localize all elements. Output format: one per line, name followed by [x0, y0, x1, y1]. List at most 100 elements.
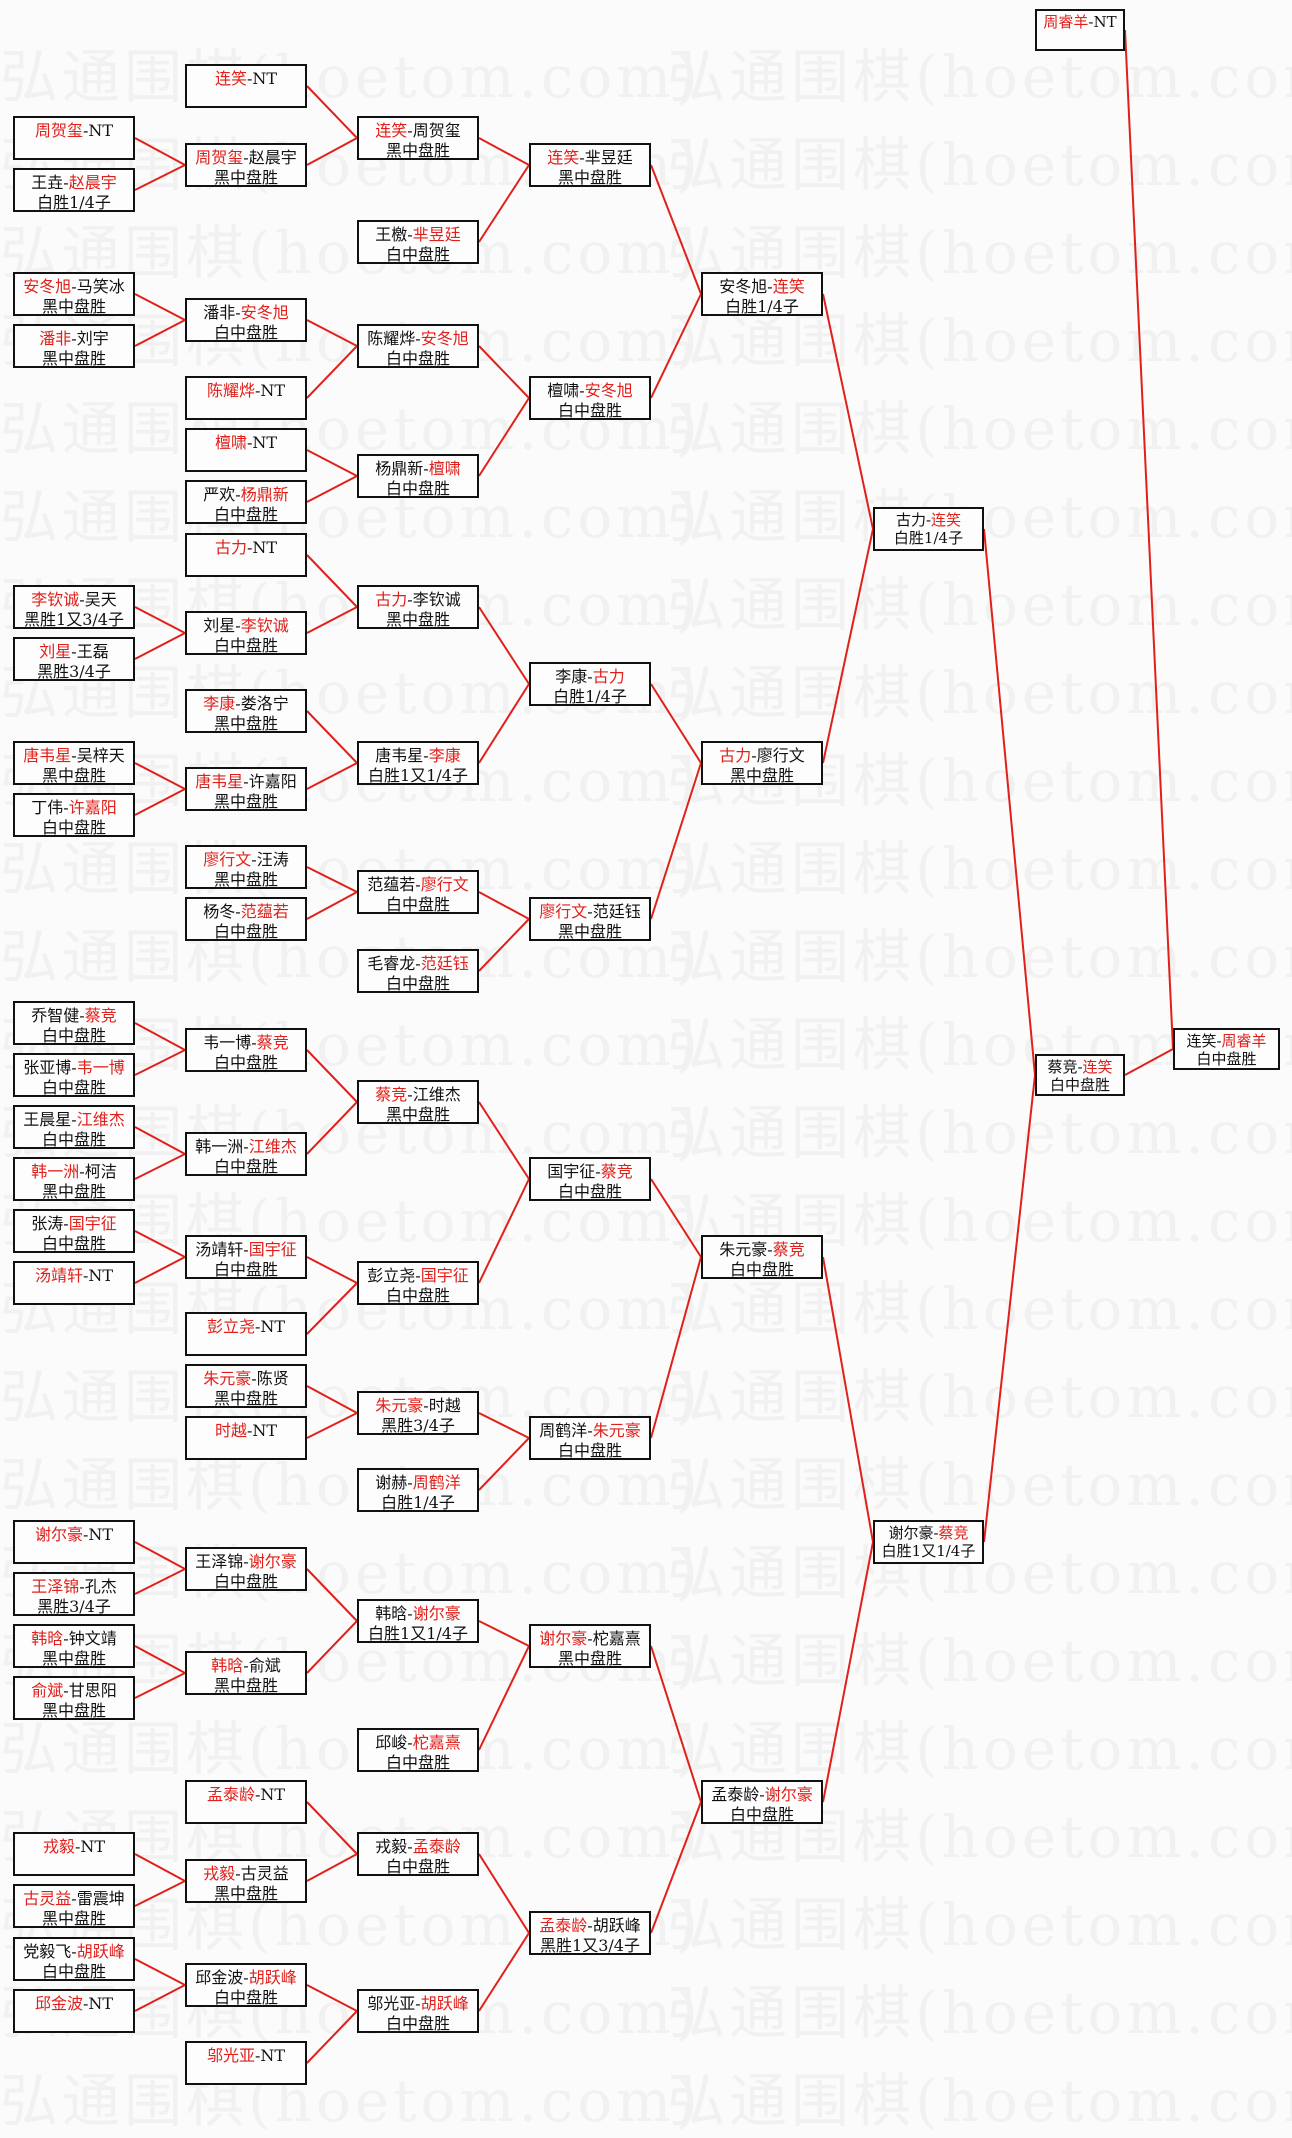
match-box: 古力-连笑白胜1/4子 [873, 507, 984, 551]
match-box: 俞斌-甘思阳黑中盘胜 [13, 1676, 135, 1720]
match-box: 丁伟-许嘉阳白中盘胜 [13, 793, 135, 837]
match-box: 陈耀烨-NT [185, 376, 307, 420]
match-box: 潘非-安冬旭白中盘胜 [185, 298, 307, 342]
player-a: 蔡竞 [375, 1085, 408, 1104]
connector-line [134, 1672, 186, 1699]
match-players: 刘星-李钦诚 [203, 616, 289, 635]
player-b: NT [260, 2046, 286, 2065]
match-result: 黑中盘胜 [213, 1676, 278, 1695]
match-box: 刘星-王磊黑胜3/4子 [13, 637, 135, 681]
match-box: 连笑-周贺玺黑中盘胜 [357, 116, 479, 160]
match-result: 白中盘胜 [1196, 1050, 1257, 1068]
match-players: 韩一洲-柯洁 [31, 1162, 117, 1181]
connector-line [306, 1801, 358, 1855]
connector-line [306, 137, 358, 166]
match-result: 黑中盘胜 [41, 1909, 106, 1928]
connector-line [306, 710, 358, 764]
connector-line [134, 1126, 186, 1155]
match-players: 连笑-周睿羊 [1186, 1032, 1267, 1050]
match-players: 古力-廖行文 [719, 746, 805, 765]
connector-line [134, 293, 186, 321]
match-players: 王檄-芈昱廷 [375, 225, 461, 244]
player-a: 丁伟 [31, 798, 64, 817]
match-players: 周睿羊-NT [1043, 13, 1117, 31]
player-b: 李钦诚 [240, 616, 289, 635]
connector-line [306, 1568, 358, 1622]
match-players: 汤靖轩-国宇征 [195, 1240, 297, 1259]
connector-line [134, 788, 186, 816]
player-a: 杨冬 [203, 902, 236, 921]
player-b: 胡跃峰 [76, 1942, 125, 1961]
match-players: 王泽锦-孔杰 [31, 1577, 117, 1596]
connector-line [134, 319, 186, 347]
player-a: 周鹤洋 [539, 1421, 588, 1440]
player-b: 李康 [428, 746, 461, 765]
match-box: 张亚博-韦一博白中盘胜 [13, 1053, 135, 1097]
connector-line [478, 918, 530, 972]
match-players: 唐韦星-许嘉阳 [195, 772, 297, 791]
player-a: 韩晗 [211, 1656, 244, 1675]
match-players: 国宇征-蔡竞 [547, 1162, 633, 1181]
player-a: 韩一洲 [195, 1137, 244, 1156]
match-result: 白胜1/4子 [725, 297, 799, 316]
player-a: 周贺玺 [34, 121, 83, 140]
match-box: 唐韦星-李康白胜1又1/4子 [357, 741, 479, 785]
player-b: NT [88, 121, 114, 140]
match-result: 白中盘胜 [729, 1805, 794, 1824]
match-box: 乔智健-蔡竞白中盘胜 [13, 1001, 135, 1045]
match-players: 张亚博-韦一博 [23, 1058, 125, 1077]
match-players: 韩一洲-江维杰 [195, 1137, 297, 1156]
player-a: 陈耀烨 [367, 329, 416, 348]
match-result: 白胜1/4子 [381, 1493, 455, 1512]
match-result: 黑中盘胜 [385, 610, 450, 629]
match-result: 黑中盘胜 [557, 922, 622, 941]
match-box: 韩一洲-江维杰白中盘胜 [185, 1132, 307, 1176]
player-b: 廖行文 [756, 746, 805, 765]
connector-line [306, 606, 358, 634]
player-b: 时越 [428, 1396, 461, 1415]
player-b: 蔡竞 [938, 1524, 969, 1542]
connector-line [306, 2010, 358, 2064]
match-box: 檀啸-NT [185, 428, 307, 472]
match-box: 唐韦星-吴梓天黑中盘胜 [13, 741, 135, 785]
match-box: 孟泰龄-NT [185, 1780, 307, 1824]
player-a: 刘星 [203, 616, 236, 635]
match-players: 谢尔豪-蔡竞 [888, 1524, 969, 1542]
player-b: NT [88, 1266, 114, 1285]
player-a: 杨鼎新 [375, 459, 424, 478]
match-result: 白中盘胜 [385, 895, 450, 914]
match-result: 白中盘胜 [385, 974, 450, 993]
player-a: 孟泰龄 [206, 1785, 255, 1804]
match-players: 连笑-NT [214, 69, 278, 88]
connector-line [478, 164, 530, 243]
player-b: 国宇征 [248, 1240, 297, 1259]
connector-line [478, 345, 530, 399]
connector-line [650, 293, 702, 399]
player-b: 吴天 [84, 590, 117, 609]
player-b: 江维杰 [412, 1085, 461, 1104]
player-b: 雷震坤 [76, 1889, 125, 1908]
player-b: 孟泰龄 [412, 1837, 461, 1856]
player-b: 赵晨宇 [248, 148, 297, 167]
player-b: 安冬旭 [584, 381, 633, 400]
match-result: 黑胜3/4子 [37, 1597, 111, 1616]
match-players: 周贺玺-赵晨宇 [195, 148, 297, 167]
match-box: 严欢-杨鼎新白中盘胜 [185, 480, 307, 524]
match-box: 谢赫-周鹤洋白胜1/4子 [357, 1468, 479, 1512]
connector-line [306, 1412, 358, 1439]
player-b: 俞斌 [248, 1656, 281, 1675]
match-result: 黑中盘胜 [41, 1701, 106, 1720]
connector-line [478, 1620, 530, 1647]
match-players: 古灵益-雷震坤 [23, 1889, 125, 1908]
match-result: 黑中盘胜 [385, 141, 450, 160]
match-result: 白中盘胜 [385, 1857, 450, 1876]
match-players: 严欢-杨鼎新 [203, 485, 289, 504]
connector-line [306, 1049, 358, 1103]
player-a: 邬光亚 [206, 2046, 255, 2065]
match-box: 汤靖轩-国宇征白中盘胜 [185, 1235, 307, 1279]
match-result: 白中盘胜 [213, 323, 278, 342]
match-players: 潘非-安冬旭 [203, 303, 289, 322]
match-players: 张涛-国宇征 [31, 1214, 117, 1233]
match-result: 白中盘胜 [41, 1962, 106, 1981]
match-players: 王泽锦-谢尔豪 [195, 1552, 297, 1571]
